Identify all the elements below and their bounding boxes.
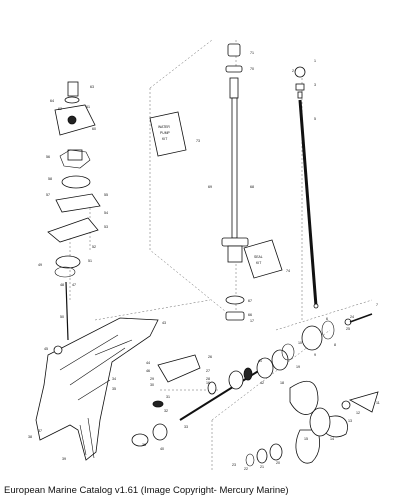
callout: 51 — [88, 259, 92, 263]
callout: 62 — [58, 107, 62, 111]
callout: 38 — [28, 435, 32, 439]
callout: 70 — [250, 67, 254, 71]
callout: 46 — [146, 369, 150, 373]
callout-labels: 71 70 1 2 3 5 63 64 62 61 60 56 58 57 55… — [28, 51, 380, 471]
driveshaft — [221, 43, 249, 321]
callout: 61 — [86, 105, 90, 109]
callout: 48 — [60, 283, 64, 287]
callout: 55 — [104, 193, 108, 197]
callout: 49 — [38, 263, 42, 267]
callout: 37 — [38, 429, 42, 433]
gearcase-housing — [35, 317, 201, 461]
callout: 7 — [376, 303, 378, 307]
callout: 8 — [334, 343, 336, 347]
callout: 20 — [276, 461, 280, 465]
callout: 44 — [146, 361, 150, 365]
callout: 63 — [90, 85, 94, 89]
water-pump-kit-box: WATER PUMP KIT — [149, 111, 187, 157]
water-pump-kit-line3: KIT — [162, 137, 167, 141]
water-pump-kit-line2: PUMP — [160, 131, 171, 135]
callout: 18 — [280, 381, 284, 385]
image-caption: European Marine Catalog v1.61 (Image Cop… — [4, 485, 289, 496]
callout: 19 — [296, 365, 300, 369]
callout: 28 — [206, 377, 210, 381]
callout: 31 — [166, 395, 170, 399]
propeller — [245, 380, 379, 467]
callout: 16 — [206, 381, 210, 385]
callout: 9 — [314, 353, 316, 357]
callout: 3 — [314, 83, 316, 87]
callout: 60 — [92, 127, 96, 131]
callout: 47 — [72, 283, 76, 287]
seal-kit-line2: KIT — [256, 261, 261, 265]
callout: 26 — [208, 355, 212, 359]
seal-kit-box: SEAL KIT — [243, 239, 283, 279]
callout: 5 — [314, 117, 316, 121]
callout: 50 — [60, 315, 64, 319]
callout: 45 — [44, 347, 48, 351]
callout: 34 — [112, 377, 116, 381]
assembly-guides — [69, 39, 373, 470]
callout: 43 — [162, 321, 166, 325]
callout: 42 — [260, 381, 264, 385]
propshaft-assembly — [179, 313, 373, 421]
callout: 14 — [330, 437, 334, 441]
callout: 41 — [258, 359, 262, 363]
callout: 57 — [46, 193, 50, 197]
callout: 68 — [250, 185, 254, 189]
callout: 35 — [112, 387, 116, 391]
callout: 12 — [356, 411, 360, 415]
callout: 73 — [196, 139, 200, 143]
callout: 64 — [50, 99, 54, 103]
callout: 24 — [350, 315, 354, 319]
callout: 69 — [208, 185, 212, 189]
callout: 13 — [348, 419, 352, 423]
callout: 27 — [206, 369, 210, 373]
callout: 74 — [286, 269, 290, 273]
callout: 67 — [248, 299, 252, 303]
callout: 1 — [314, 59, 316, 63]
callout: 40 — [160, 447, 164, 451]
shift-shaft — [294, 66, 319, 309]
callout: 22 — [244, 467, 248, 471]
callout: 21 — [260, 465, 264, 469]
callout: 66 — [248, 313, 252, 317]
callout: 10 — [298, 341, 302, 345]
callout: 15 — [304, 437, 308, 441]
callout: 33 — [184, 425, 188, 429]
callout: 39 — [62, 457, 66, 461]
callout: 6 — [326, 317, 328, 321]
callout: 58 — [48, 177, 52, 181]
callout: 30 — [150, 383, 154, 387]
callout: 36 — [142, 443, 146, 447]
callout: 32 — [164, 409, 168, 413]
callout: 56 — [46, 155, 50, 159]
callout: 52 — [92, 245, 96, 249]
callout: 23 — [232, 463, 236, 467]
callout: 53 — [104, 225, 108, 229]
seal-kit-line1: SEAL — [254, 255, 263, 259]
callout: 17 — [250, 319, 254, 323]
callout: 2 — [292, 69, 294, 73]
exploded-parts-diagram: WATER PUMP KIT SEAL KIT — [28, 39, 380, 471]
water-pump-kit-line1: WATER — [158, 125, 170, 129]
water-pump-assembly — [47, 81, 101, 341]
callout: 54 — [104, 211, 108, 215]
callout: 29 — [150, 377, 154, 381]
callout: 25 — [346, 327, 350, 331]
callout: 11 — [376, 401, 380, 405]
callout: 71 — [250, 51, 254, 55]
